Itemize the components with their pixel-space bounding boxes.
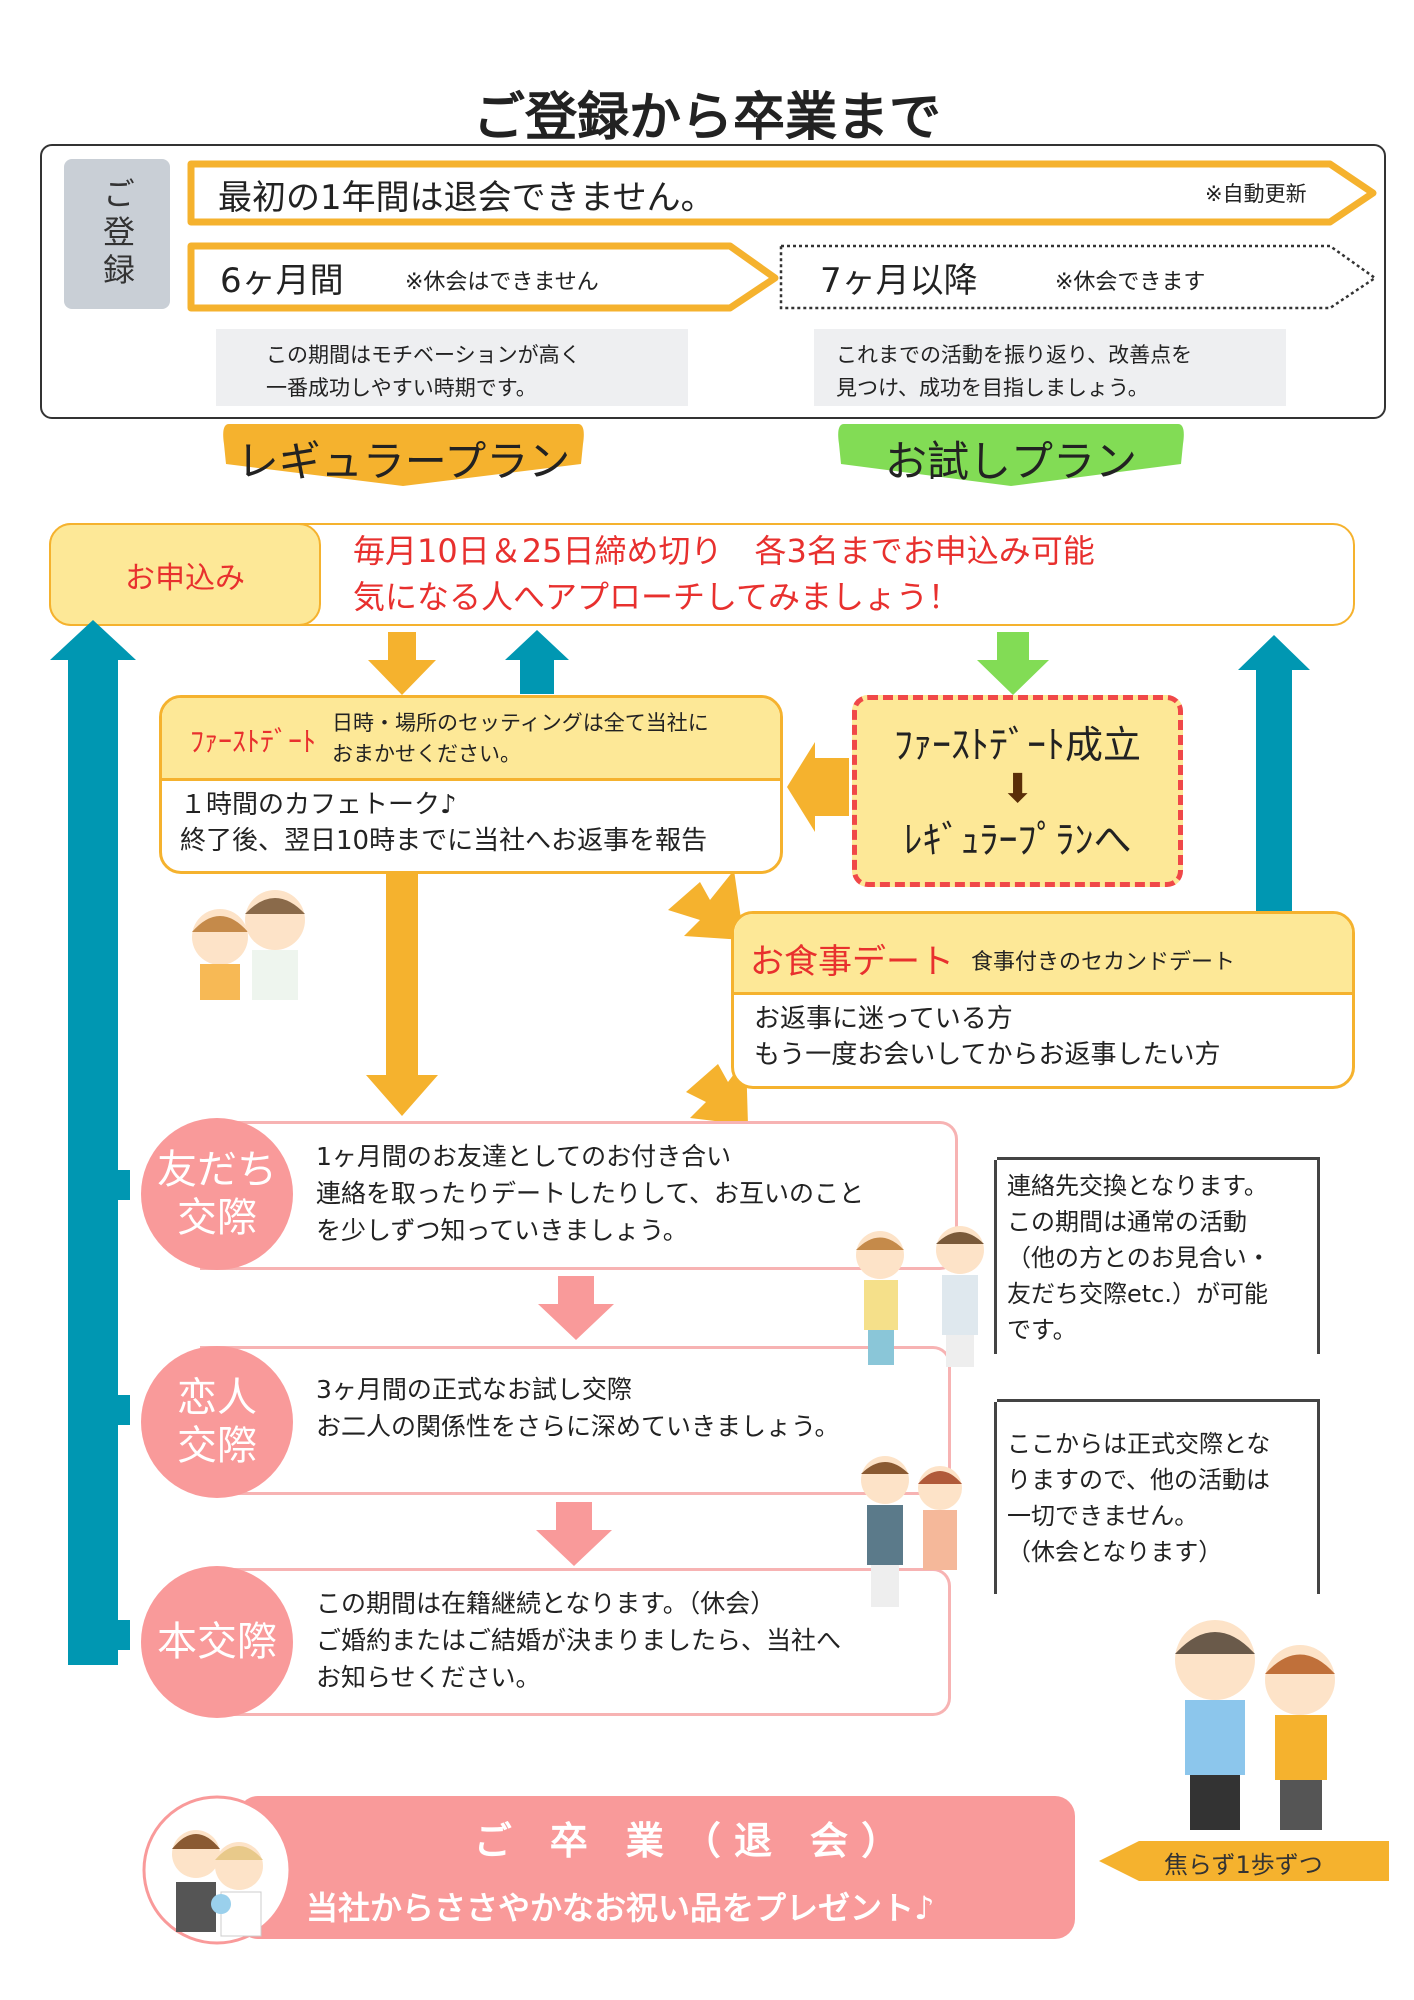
meal-date-desc: 食事付きのセカンドデート (971, 950, 1236, 975)
stage-lover: 3ヶ月間の正式なお試し交際お二人の関係性をさらに深めていきましょう。 (200, 1346, 951, 1495)
body-line: 終了後、翌日10時までに当社へお返事を報告 (180, 826, 708, 856)
couple-holding-hands-illustration (861, 1456, 962, 1607)
wedding-couple-illustration (142, 1795, 292, 1945)
couple-greeting-illustration (856, 1226, 984, 1367)
pink-down-arrow (536, 1502, 612, 1566)
teal-up-arrow (505, 630, 569, 694)
graduation-box: ご 卒 業 （ 退 会 ） 当社からささやかなお祝い品をプレゼント♪ (238, 1796, 1075, 1939)
orange-down-arrow (368, 632, 436, 695)
stage-line: を少しずつ知っていきましょう。 (316, 1216, 688, 1245)
orange-left-arrow (787, 742, 849, 832)
note-line: ここからは正式交際とな (1007, 1430, 1271, 1458)
stage-line: ご婚約またはご結婚が決まりましたら、当社へ (316, 1626, 842, 1655)
motto-banner (1099, 1841, 1389, 1881)
body-line: もう一度お会いしてからお返事したい方 (754, 1040, 1221, 1070)
note-bubble-friend: 連絡先交換となります。この期間は通常の活動 （他の方とのお見合い・友だち交際etc… (994, 1157, 1320, 1354)
stage-friend-badge: 友だち 交際 (141, 1118, 293, 1270)
teal-up-arrow-right (1238, 635, 1310, 912)
first-date-title: ﾌｧｰｽﾄﾃﾞｰﾄ (190, 725, 317, 758)
teal-connector (100, 1620, 130, 1650)
apply-encourage: 気になる人へアプローチしてみましょう！ (353, 578, 961, 616)
orange-diagonal-arrow (686, 1058, 748, 1125)
note-line: 友だち交際etc.）が可能 (1007, 1280, 1268, 1308)
first-date-card: ﾌｧｰｽﾄﾃﾞｰﾄ 日時・場所のセッティングは全て当社におまかせください。 １時… (159, 695, 783, 874)
teal-return-arrow-left (50, 620, 136, 1665)
meal-date-header: お食事デート 食事付きのセカンドデート (734, 914, 1352, 995)
motto-text: 焦らず1歩ずつ (1164, 1851, 1323, 1879)
orange-diagonal-arrow (668, 870, 744, 940)
desc-line: 日時・場所のセッティングは全て当社に (332, 711, 709, 735)
desc-line: おまかせください。 (332, 742, 521, 766)
stage-main: この期間は在籍継続となります。（休会） ご婚約またはご結婚が決まりましたら、当社へ… (200, 1568, 951, 1716)
seven-months-note: ※休会できます (1055, 270, 1206, 295)
teal-connector (100, 1395, 130, 1425)
apply-deadline: 毎月10日＆25日締め切り 各3名までお申込み可能 (353, 532, 1095, 570)
period1-note: この期間はモチベーションが高く一番成功しやすい時期です。 (216, 329, 688, 406)
note-line: 見つけ、成功を目指しましょう。 (836, 376, 1149, 400)
apply-text: 毎月10日＆25日締め切り 各3名までお申込み可能気になる人へアプローチしてみま… (353, 528, 1095, 620)
stage-line: 1ヶ月間のお友達としてのお付き合い (316, 1142, 732, 1171)
arrow-down-icon: ⬇ (1000, 766, 1035, 812)
first-year-text: 最初の1年間は退会できません。 (218, 178, 715, 218)
period-arrows (187, 160, 1378, 312)
regular-plan-shape (223, 424, 584, 486)
orange-long-down-arrow (366, 874, 438, 1116)
trial-plan-label: お試しプラン (884, 437, 1137, 486)
graduation-subtitle: 当社からささやかなお祝い品をプレゼント♪ (306, 1889, 935, 1927)
success-line: ﾌｧｰｽﾄﾃﾞｰﾄ成立 (893, 723, 1141, 767)
seven-months-arrow (779, 244, 1378, 310)
note-line: です。 (1007, 1316, 1077, 1344)
trial-plan-shape (838, 424, 1184, 486)
auto-renew-note: ※自動更新 (1205, 182, 1307, 206)
stage-friend: 1ヶ月間のお友達としてのお付き合い連絡を取ったりデートしたりして、お互いのことを… (200, 1121, 958, 1270)
note-line: 一番成功しやすい時期です。 (266, 376, 537, 400)
note-line: 一切できません。 (1007, 1502, 1199, 1530)
registration-label: ご登録 (64, 159, 170, 309)
six-months-arrow (187, 242, 779, 312)
green-down-arrow (977, 632, 1049, 695)
first-year-arrow (187, 160, 1377, 226)
stage-line: お知らせください。 (316, 1663, 541, 1692)
note-line: 連絡先交換となります。 (1007, 1172, 1268, 1200)
regular-plan-label: レギュラープラン (236, 437, 571, 486)
meal-date-card: お食事デート 食事付きのセカンドデート お返事に迷っている方もう一度お会いしてか… (731, 911, 1355, 1089)
six-months-text: 6ヶ月間 (220, 261, 344, 301)
body-line: １時間のカフェトーク♪ (180, 790, 457, 820)
first-date-body: １時間のカフェトーク♪ 終了後、翌日10時までに当社へお返事を報告 (162, 781, 780, 859)
note-line: （休会となります） (1007, 1538, 1223, 1566)
pink-down-arrow (538, 1276, 614, 1340)
six-months-note: ※休会はできません (405, 270, 599, 295)
success-line2: ﾚｷﾞｭﾗｰﾌﾟﾗﾝへ (903, 818, 1132, 862)
apply-label: お申込み (49, 523, 321, 626)
stage-lover-badge: 恋人 交際 (141, 1346, 293, 1498)
couple-walking-illustration (1175, 1620, 1335, 1830)
period2-note: これまでの活動を振り返り、改善点を見つけ、成功を目指しましょう。 (814, 329, 1286, 406)
graduation-title: ご 卒 業 （ 退 会 ） (473, 1819, 900, 1863)
seven-months-text: 7ヶ月以降 (820, 261, 978, 301)
stage-main-badge: 本交際 (141, 1566, 293, 1718)
flow-arrows (50, 620, 1310, 1665)
first-date-header: ﾌｧｰｽﾄﾃﾞｰﾄ 日時・場所のセッティングは全て当社におまかせください。 (162, 698, 780, 781)
note-line: これまでの活動を振り返り、改善点を (836, 343, 1193, 367)
body-line: お返事に迷っている方 (754, 1004, 1013, 1034)
meal-date-body: お返事に迷っている方もう一度お会いしてからお返事したい方 (734, 995, 1352, 1073)
stage-line: この期間は在籍継続となります。（休会） (316, 1589, 776, 1618)
couple-talking-illustration (192, 890, 305, 1000)
stage-line: お二人の関係性をさらに深めていきましょう。 (316, 1412, 840, 1441)
note-bubble-lover: ここからは正式交際となりますので、他の活動は一切できません。 （休会となります） (994, 1399, 1320, 1594)
page-title: ご登録から卒業まで (472, 88, 941, 148)
first-date-success-box: ﾌｧｰｽﾄﾃﾞｰﾄ成立 ⬇ ﾚｷﾞｭﾗｰﾌﾟﾗﾝへ (852, 695, 1183, 887)
note-line: （他の方とのお見合い・ (1007, 1244, 1271, 1272)
stage-line: 連絡を取ったりデートしたりして、お互いのこと (316, 1179, 865, 1208)
note-line: この期間は通常の活動 (1007, 1208, 1247, 1236)
teal-connector (100, 1170, 130, 1200)
note-line: りますので、他の活動は (1007, 1466, 1271, 1494)
registration-panel (40, 144, 1386, 419)
note-line: この期間はモチベーションが高く (266, 343, 581, 367)
stage-line: 3ヶ月間の正式なお試し交際 (316, 1375, 632, 1404)
first-date-desc: 日時・場所のセッティングは全て当社におまかせください。 (332, 708, 709, 770)
meal-date-title: お食事デート (750, 942, 954, 982)
